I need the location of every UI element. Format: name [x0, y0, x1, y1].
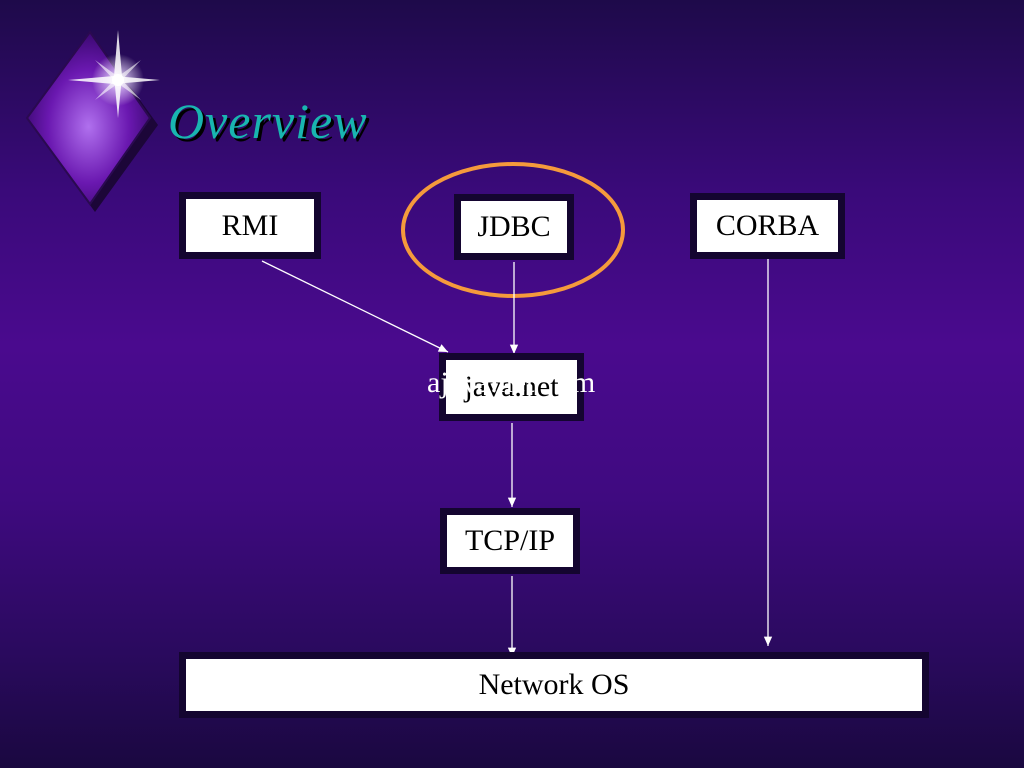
- node-jdbc: JDBC: [454, 194, 574, 260]
- edge-rmi-to-java-net: [261, 260, 449, 353]
- node-network-os: Network OS: [179, 652, 929, 718]
- node-tcp-ip: TCP/IP: [440, 508, 580, 574]
- node-jdbc-label: JDBC: [477, 210, 551, 243]
- node-corba-label: CORBA: [715, 209, 820, 242]
- diamond-star-logo-icon: [25, 30, 160, 212]
- node-tcp-ip-label: TCP/IP: [464, 524, 556, 557]
- node-corba: CORBA: [690, 193, 845, 259]
- node-java-net: java.net: [439, 353, 584, 421]
- slide-title: Overview: [168, 93, 368, 149]
- watermark-text: ajava.net m: [427, 366, 596, 399]
- jdbc-highlight-ring: [401, 162, 625, 298]
- node-network-os-label: Network OS: [478, 668, 630, 701]
- node-rmi-label: RMI: [221, 208, 279, 242]
- node-java-net-label: java.net: [464, 370, 559, 403]
- node-rmi: RMI: [179, 192, 321, 259]
